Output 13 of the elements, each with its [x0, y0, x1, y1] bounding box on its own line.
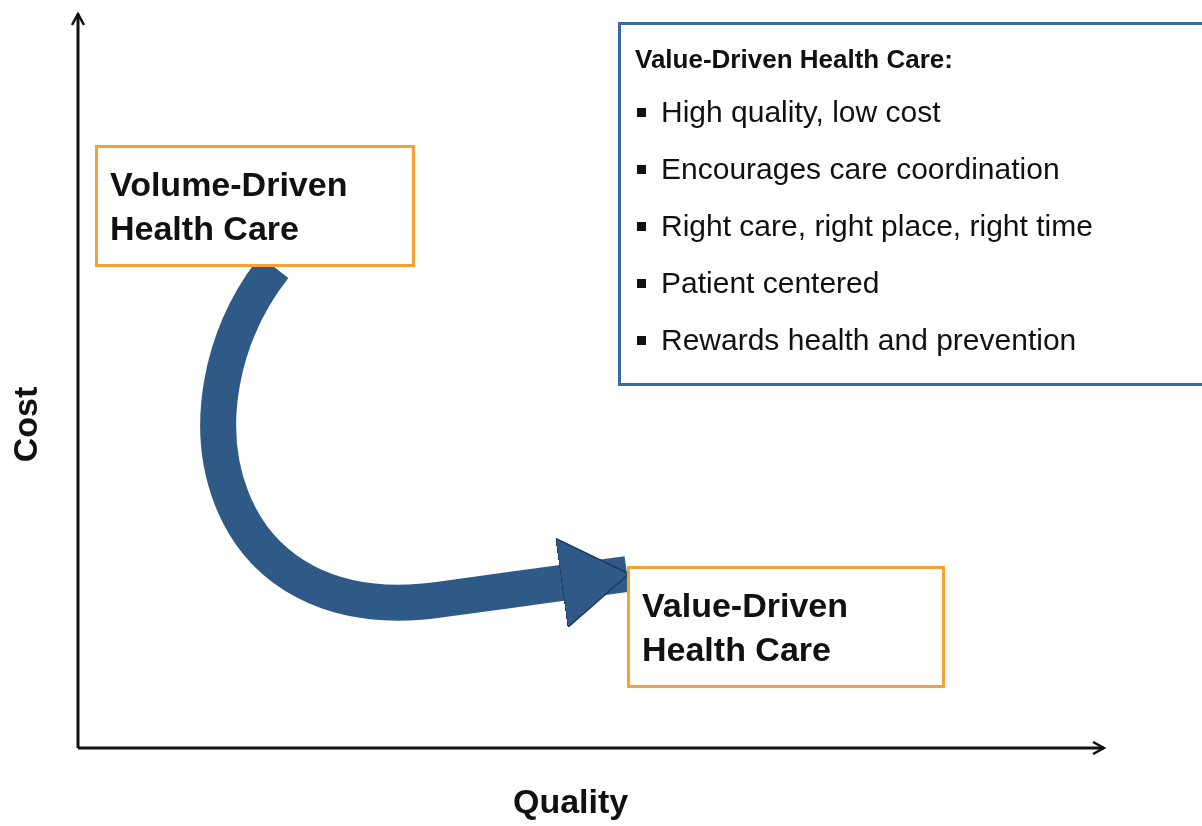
x-axis-label: Quality	[513, 782, 629, 821]
bullet-item: Patient centered	[635, 254, 1201, 311]
bullet-item: High quality, low cost	[635, 83, 1201, 140]
bullet-item: Rewards health and prevention	[635, 311, 1201, 368]
label-box	[627, 566, 945, 688]
bullet-item: Right care, right place, right time	[635, 197, 1201, 254]
box-label: Value-Driven Health Care	[642, 585, 849, 670]
y-axis-label: Cost	[6, 386, 46, 463]
bullet-item: Encourages care coordination	[635, 140, 1201, 197]
info-box	[618, 22, 1202, 386]
box-label: Volume-Driven Health Care	[110, 164, 349, 249]
box-heading: Value-Driven Health Care:	[635, 43, 954, 76]
label-box	[95, 145, 415, 267]
